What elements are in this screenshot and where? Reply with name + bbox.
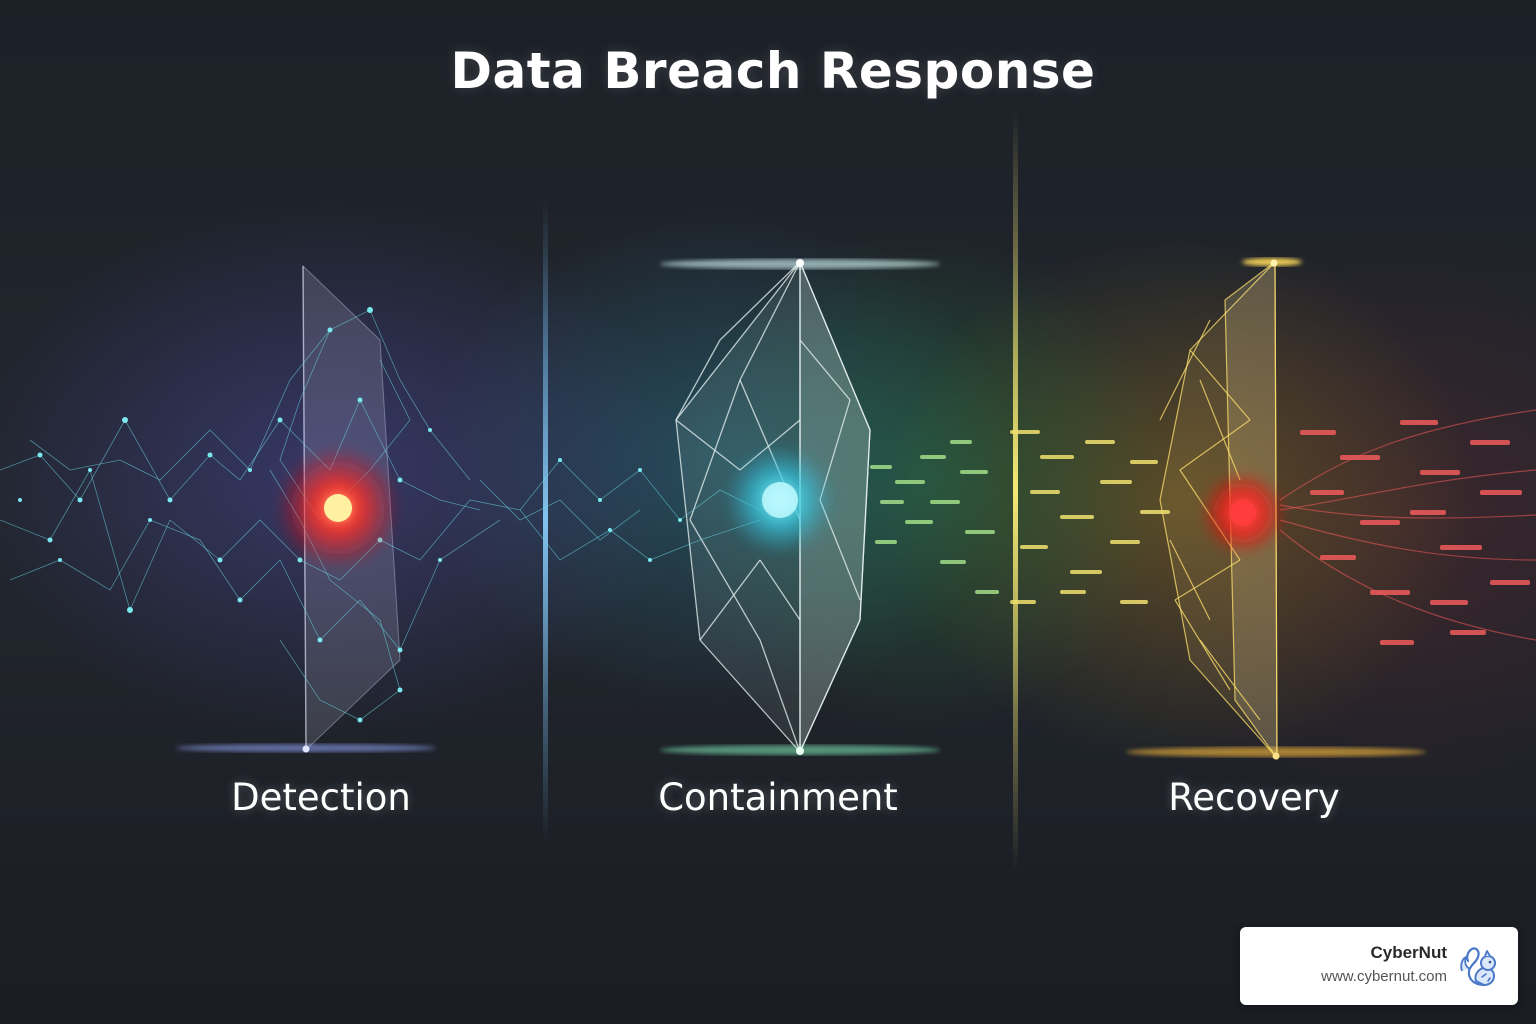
squirrel-icon (1460, 947, 1496, 987)
stage-label-containment: Containment (658, 776, 898, 819)
recovery-core (1230, 500, 1256, 526)
network-nodes (18, 307, 682, 723)
brand-logo-card[interactable]: CyberNut www.cybernut.com (1240, 927, 1518, 1005)
page-title: Data Breach Response (450, 42, 1096, 100)
threat-core (324, 494, 352, 522)
containment-bottom-glint (796, 747, 804, 755)
divider-line-yellow (1013, 110, 1018, 870)
data-stream-yellow (1010, 430, 1170, 604)
data-stream-green (870, 440, 999, 594)
data-stream-red (1300, 420, 1530, 645)
recovery-top-glint (1270, 259, 1278, 267)
detection-bottom-glint (302, 745, 310, 753)
divider-line-blue (543, 200, 548, 840)
recovery-base-glow (1126, 747, 1426, 757)
brand-name: CyberNut (1370, 943, 1447, 962)
containment-top-glint (796, 259, 804, 267)
stage-label-detection: Detection (231, 776, 411, 819)
data-stream-red-paths (1279, 409, 1536, 641)
brand-url: www.cybernut.com (1321, 968, 1447, 985)
recovery-bottom-glint (1272, 752, 1280, 760)
containment-core (762, 482, 798, 518)
stage-label-recovery: Recovery (1168, 776, 1340, 819)
